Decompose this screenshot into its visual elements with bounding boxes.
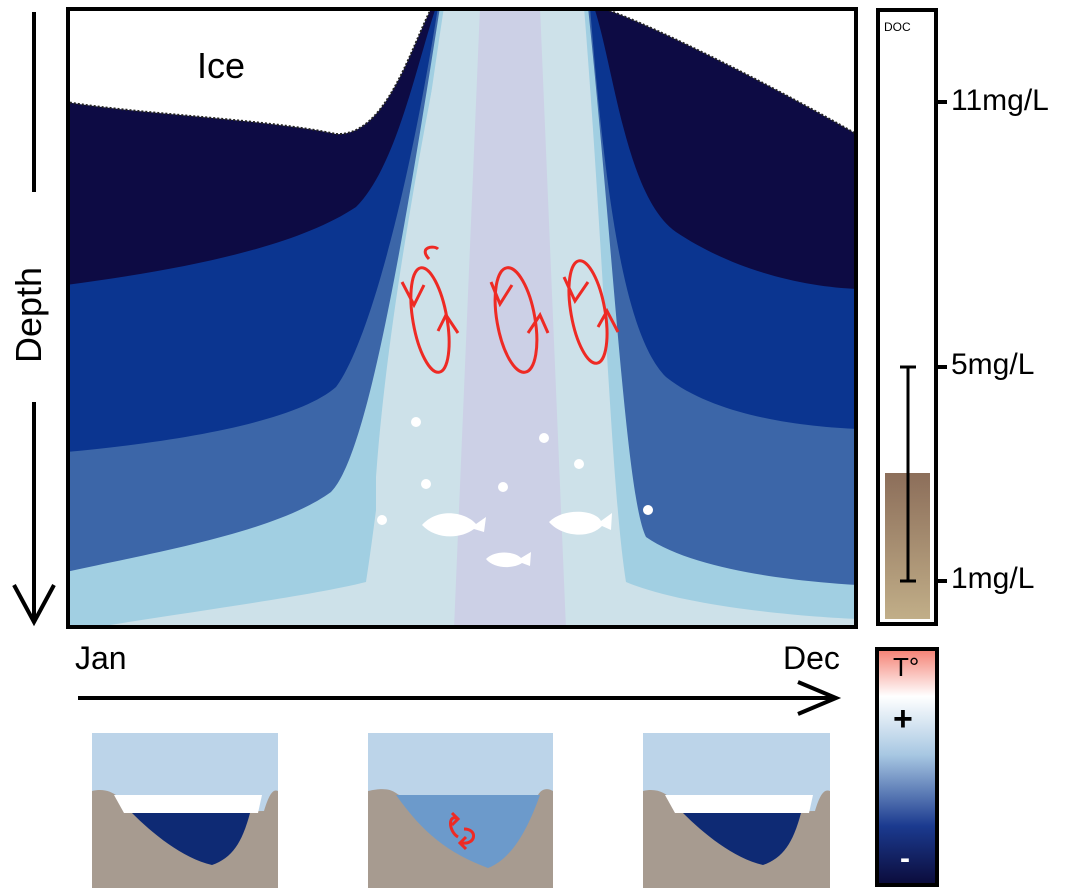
fish-icon (486, 552, 531, 568)
lake-section-winter-start (92, 733, 278, 888)
mixing-arrow-left-upper (423, 245, 440, 261)
depth-arrow (12, 12, 56, 627)
lake-section-winter-end (643, 733, 830, 888)
doc-ticks (936, 100, 947, 583)
mixing-arrows (400, 245, 620, 374)
center-band (454, 7, 566, 629)
fish-group (422, 511, 612, 568)
particles (377, 417, 653, 525)
depth-label: Depth (8, 266, 49, 364)
ice-edge (66, 7, 858, 136)
time-arrow (78, 680, 842, 716)
lake-water (132, 813, 250, 865)
temperature-scale (875, 647, 939, 887)
mixing-arrow-right (567, 259, 609, 365)
lake-depth-diagram (66, 7, 858, 629)
mixing-arrow-center (493, 266, 539, 374)
temperature-gradient-bar (875, 647, 939, 887)
lake-water (396, 795, 540, 868)
start-month-label: Jan (75, 640, 127, 676)
lake-section-summer (368, 733, 553, 888)
doc-tick-label: 11mg/L (951, 84, 1049, 117)
temperature-low-symbol: - (900, 842, 910, 875)
ice-layer (665, 795, 813, 813)
doc-error-bar (900, 365, 916, 583)
fish-icon (549, 511, 612, 535)
end-month-label: Dec (783, 640, 840, 676)
temperature-title: T° (893, 652, 920, 682)
mixing-icon (449, 811, 475, 851)
panel-border (66, 7, 858, 629)
ice-label: Ice (197, 45, 246, 86)
ice-layer (114, 795, 262, 813)
fish-icon (422, 513, 486, 537)
doc-title: DOC (884, 20, 911, 34)
doc-bar (876, 8, 947, 626)
lake-water (683, 813, 801, 865)
doc-tick-label: 5mg/L (951, 348, 1035, 381)
temperature-high-symbol: + (893, 700, 913, 738)
doc-tick-label: 1mg/L (951, 562, 1035, 595)
